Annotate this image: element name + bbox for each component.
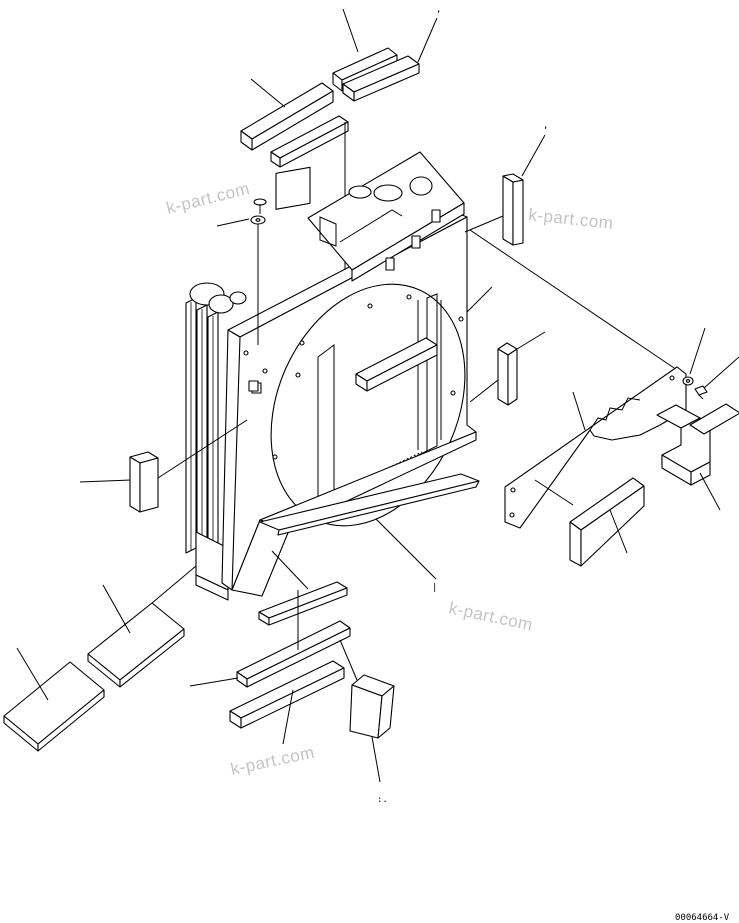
- leader-line: [469, 229, 684, 375]
- leader-line: [271, 550, 309, 590]
- leader-line: [469, 379, 499, 403]
- watermark-3: k-part.com: [447, 598, 534, 634]
- seal-plate: [504, 366, 687, 529]
- foam-strip-bottom-3: [229, 660, 345, 729]
- foam-pad-bottom-left-1: [87, 602, 185, 688]
- leader-line: [157, 419, 248, 479]
- watermark-1: k-part.com: [164, 179, 251, 218]
- foam-wedge-bottom: [349, 674, 395, 739]
- leader-line: [339, 639, 358, 681]
- reserve-tank-assembly: [275, 151, 465, 282]
- foam-block-l-shape: [656, 403, 739, 486]
- leader-line: [151, 565, 197, 604]
- leader-line: [609, 509, 628, 554]
- washer-right: [682, 376, 694, 386]
- leader-line: [16, 647, 49, 701]
- leader-line: [521, 134, 546, 177]
- radiator-core: [185, 282, 247, 601]
- bolt-right: [694, 385, 708, 400]
- tick-mark: |: [432, 583, 437, 593]
- nut: [248, 380, 259, 392]
- foam-strip-bottom-1: [258, 581, 348, 626]
- foam-pad-top-long: [342, 55, 420, 102]
- leader-line: [417, 17, 438, 63]
- leader-line: [250, 78, 286, 108]
- leader-line: [689, 327, 706, 375]
- leader-line: [375, 518, 437, 580]
- leader-line: [534, 479, 574, 506]
- watermark-4: k-part.com: [229, 743, 316, 779]
- leader-line: [216, 218, 250, 227]
- leader-line: [516, 331, 546, 350]
- leader-line: [102, 584, 131, 634]
- tick-mark: :.: [377, 795, 388, 805]
- foam-strip-bottom-2: [236, 620, 351, 688]
- leader-line: [371, 736, 381, 783]
- foam-wedge-right: [569, 477, 645, 567]
- leader-line: [466, 286, 493, 313]
- seal-strip-bottom: [259, 473, 480, 536]
- leader-line: [342, 8, 359, 53]
- reference-code: 00064664-V: [675, 913, 730, 923]
- foam-block-left: [129, 451, 159, 513]
- tick-mark: ,: [436, 5, 441, 15]
- foam-pad-left-top-2: [270, 115, 349, 168]
- bolt: [253, 198, 267, 214]
- leader-line: [189, 677, 239, 687]
- leader-line: [464, 215, 504, 233]
- leader-line: [699, 472, 721, 511]
- leader-line: [282, 689, 294, 745]
- watermark-2: k-part.com: [528, 205, 615, 233]
- leader-line: [79, 479, 131, 483]
- foam-block-mid-right: [497, 342, 518, 406]
- foam-pad-bottom-left-2: [3, 661, 105, 752]
- leader-line: [572, 391, 586, 431]
- leader-line: [703, 356, 739, 389]
- foam-block-top-right: [502, 173, 524, 246]
- washer: [250, 215, 266, 225]
- tick-mark: ,: [543, 121, 548, 131]
- foam-pad-left-top: [240, 82, 334, 151]
